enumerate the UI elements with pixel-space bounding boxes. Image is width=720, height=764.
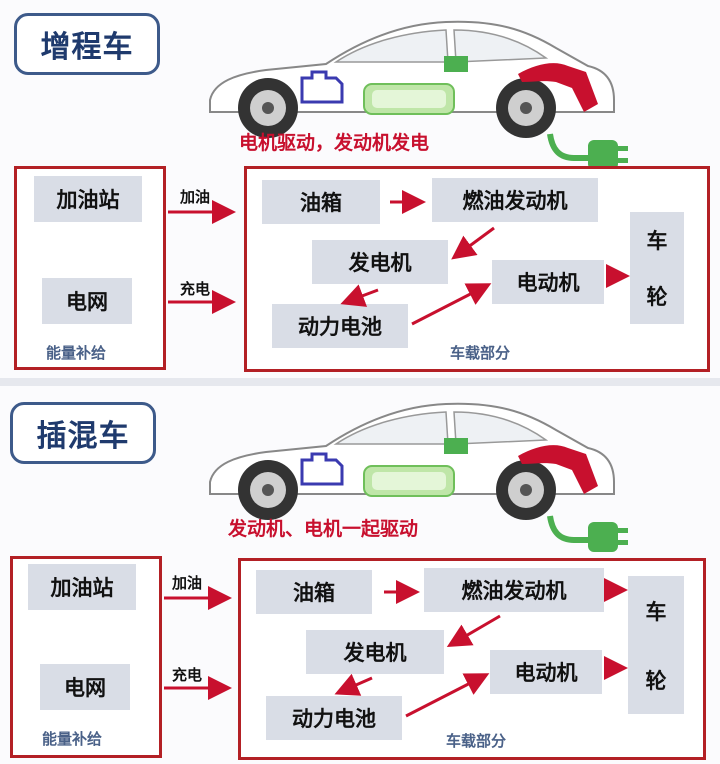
wheel-node: 车 轮: [628, 576, 684, 714]
arrow-battery-motor: [411, 283, 492, 326]
wheel-label-1: 车: [646, 229, 668, 253]
section-title: 插混车: [10, 402, 156, 464]
arrow-battery-motor: [405, 673, 490, 718]
plug-icon: [444, 438, 628, 552]
power-grid-node: 电网: [40, 664, 130, 710]
wheel-label-1: 车: [645, 599, 667, 624]
flow-arrows: [168, 190, 630, 326]
charge-label: 充电: [180, 280, 211, 298]
plug-icon: [444, 56, 628, 170]
section-divider: [0, 378, 720, 386]
fuel-engine-node: 燃油发动机: [424, 568, 604, 612]
power-battery-node: 动力电池: [266, 696, 402, 740]
refuel-label: 加油: [172, 574, 203, 592]
section-erev: 增程车 电机驱动，发动机发电 加油站 电网 能量补给 加油 充电 油箱 燃: [0, 0, 720, 378]
energy-supply-label: 能量补给: [46, 344, 107, 362]
generator-node: 发电机: [306, 630, 444, 674]
power-grid-node: 电网: [42, 278, 132, 324]
wheel-label-2: 轮: [646, 285, 668, 309]
drive-mode-caption: 发动机、电机一起驱动: [228, 518, 419, 540]
arrow-generator-battery: [340, 284, 379, 307]
electric-motor-node: 电动机: [490, 650, 602, 694]
engine-icon: [300, 70, 344, 104]
gas-station-node: 加油站: [28, 564, 136, 610]
refuel-label: 加油: [180, 188, 211, 206]
charge-label: 充电: [172, 666, 203, 684]
arrow-engine-generator: [446, 614, 501, 648]
fuel-tank-node: 油箱: [256, 570, 372, 614]
fuel-nozzle-icon: [518, 445, 598, 494]
onboard-label: 车载部分: [450, 344, 511, 362]
battery-pack-icon: [363, 83, 455, 115]
section-title: 增程车: [14, 13, 160, 75]
fuel-engine-node: 燃油发动机: [432, 178, 598, 222]
generator-node: 发电机: [312, 240, 448, 284]
car-illustration: [209, 402, 628, 552]
energy-supply-label: 能量补给: [42, 730, 103, 748]
gas-station-node: 加油站: [34, 176, 142, 222]
power-battery-node: 动力电池: [272, 304, 408, 348]
onboard-label: 车载部分: [446, 732, 507, 750]
arrow-engine-generator: [451, 226, 495, 260]
section-phev: 插混车 发动机、电机一起驱动 加油站 电网 能量补给 加油 充电 油箱 燃油发动…: [0, 386, 720, 764]
flow-arrows: [164, 578, 628, 718]
drive-mode-caption: 电机驱动，发动机发电: [239, 132, 430, 154]
battery-pack-icon: [363, 465, 455, 497]
fuel-tank-node: 油箱: [262, 180, 380, 224]
arrow-generator-battery: [334, 673, 373, 696]
wheel-node: 车 轮: [630, 212, 684, 324]
wheel-label-2: 轮: [645, 668, 667, 693]
electric-motor-node: 电动机: [492, 260, 604, 304]
car-illustration: [209, 20, 628, 170]
fuel-nozzle-icon: [518, 63, 598, 112]
engine-icon: [300, 452, 344, 486]
